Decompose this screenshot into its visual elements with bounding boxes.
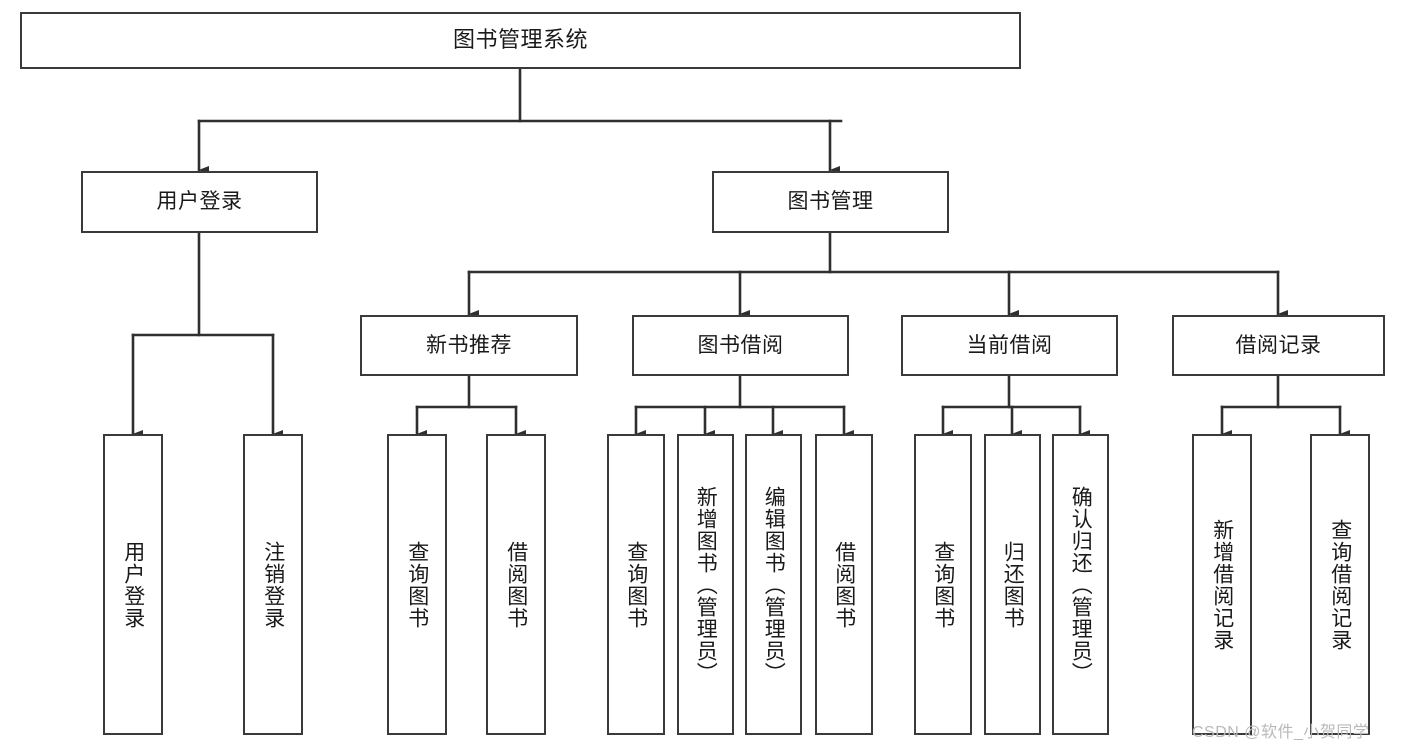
node-leaf-rec-borrow-book[interactable]: 借阅图书 <box>486 434 546 735</box>
node-leaf-user-login[interactable]: 用户登录 <box>103 434 163 735</box>
node-leaf-user-login-label: 用户登录 <box>121 540 145 629</box>
node-new-book-recommend-label: 新书推荐 <box>426 333 512 357</box>
node-new-book-recommend[interactable]: 新书推荐 <box>360 315 578 376</box>
node-leaf-borrow-edit-book-label: 编辑图书（管理员） <box>762 485 786 684</box>
node-leaf-rec-borrow-book-label: 借阅图书 <box>504 540 528 629</box>
node-leaf-borrow-edit-book[interactable]: 编辑图书（管理员） <box>745 434 802 735</box>
node-leaf-borrow-query-book[interactable]: 查询图书 <box>607 434 665 735</box>
csdn-watermark: CSDN @软件_小贺同学 <box>1192 724 1370 741</box>
node-book-borrow-label: 图书借阅 <box>697 333 784 357</box>
node-leaf-rec-add-record-label: 新增借阅记录 <box>1210 518 1234 651</box>
node-leaf-borrow-borrow-book[interactable]: 借阅图书 <box>815 434 873 735</box>
node-leaf-cur-query-book[interactable]: 查询图书 <box>914 434 972 735</box>
node-leaf-rec-query-book[interactable]: 查询图书 <box>387 434 447 735</box>
node-leaf-cur-confirm-return[interactable]: 确认归还（管理员） <box>1052 434 1109 735</box>
node-leaf-rec-query-book-label: 查询图书 <box>405 540 429 629</box>
node-leaf-user-logout-label: 注销登录 <box>261 540 285 629</box>
node-root-label: 图书管理系统 <box>452 27 588 53</box>
node-borrow-record[interactable]: 借阅记录 <box>1172 315 1385 376</box>
node-leaf-rec-add-record[interactable]: 新增借阅记录 <box>1192 434 1252 735</box>
node-leaf-cur-confirm-return-label: 确认归还（管理员） <box>1069 485 1093 684</box>
node-leaf-cur-query-book-label: 查询图书 <box>931 540 955 629</box>
node-leaf-rec-query-record-label: 查询借阅记录 <box>1328 518 1352 651</box>
node-root[interactable]: 图书管理系统 <box>20 12 1021 69</box>
node-leaf-borrow-query-book-label: 查询图书 <box>624 540 648 629</box>
node-leaf-borrow-add-book-label: 新增图书（管理员） <box>694 485 718 684</box>
node-user-login-label: 用户登录 <box>156 190 243 214</box>
node-leaf-borrow-borrow-book-label: 借阅图书 <box>832 540 856 629</box>
node-book-manage[interactable]: 图书管理 <box>712 171 949 233</box>
node-leaf-borrow-add-book[interactable]: 新增图书（管理员） <box>677 434 734 735</box>
node-borrow-record-label: 借阅记录 <box>1235 333 1322 357</box>
node-leaf-user-logout[interactable]: 注销登录 <box>243 434 303 735</box>
node-user-login[interactable]: 用户登录 <box>81 171 318 233</box>
node-leaf-cur-return-book-label: 归还图书 <box>1001 540 1025 629</box>
node-current-borrow-label: 当前借阅 <box>966 333 1053 357</box>
node-leaf-cur-return-book[interactable]: 归还图书 <box>984 434 1041 735</box>
node-current-borrow[interactable]: 当前借阅 <box>901 315 1118 376</box>
node-book-manage-label: 图书管理 <box>787 190 874 214</box>
node-leaf-rec-query-record[interactable]: 查询借阅记录 <box>1310 434 1370 735</box>
node-book-borrow[interactable]: 图书借阅 <box>632 315 849 376</box>
